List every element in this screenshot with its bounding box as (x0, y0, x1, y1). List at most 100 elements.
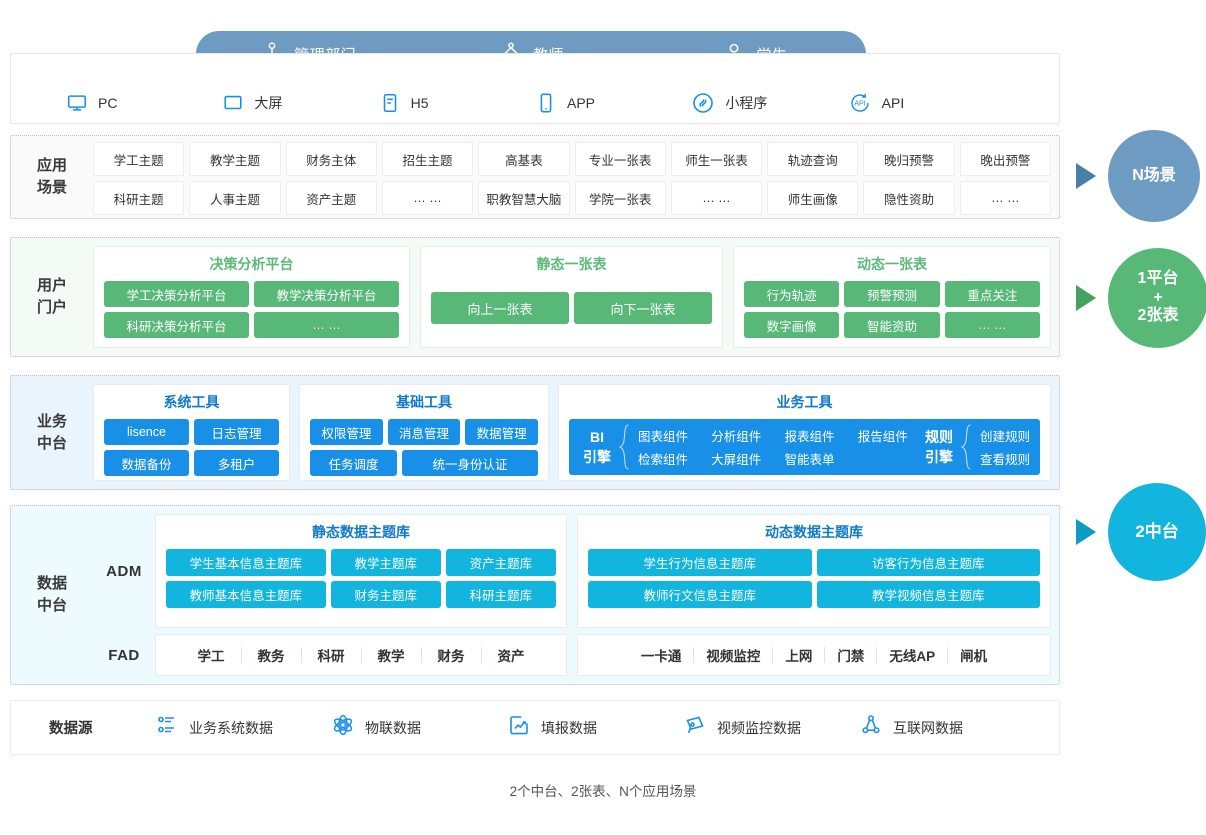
bi-component[interactable]: 报告组件 (857, 430, 908, 445)
scenario-cell[interactable]: 财务主体 (285, 142, 377, 176)
fad-item[interactable]: 门禁 (837, 649, 865, 664)
divider (480, 647, 482, 663)
rule-component[interactable]: 创建规则 (979, 430, 1030, 445)
scenario-cell[interactable]: 职教智慧大脑 (478, 181, 570, 215)
scenario-cell[interactable]: … … (670, 181, 763, 215)
data-source-label: 填报数据 (541, 719, 597, 736)
data-source-video-surveillance[interactable]: 视频监控数据 (683, 713, 859, 742)
mobile-app-icon (535, 92, 557, 114)
portal-chip[interactable]: 预警预测 (844, 281, 940, 307)
panel-title: 系统工具 (163, 394, 220, 410)
divider (420, 647, 422, 663)
bi-engine-label: BI 引擎 (583, 428, 611, 465)
fad-item[interactable]: 科研 (317, 649, 345, 664)
svg-text:API: API (854, 100, 865, 107)
divider (693, 647, 695, 663)
portal-chip[interactable]: 教学决策分析平台 (254, 281, 399, 307)
scenario-cell[interactable]: 师生画像 (767, 181, 859, 215)
base-tool-chip[interactable]: 权限管理 (310, 419, 383, 445)
scenario-cell[interactable]: 晚出预警 (959, 142, 1051, 176)
portal-chip[interactable]: 重点关注 (944, 281, 1040, 307)
data-store-chip[interactable]: 教学主题库 (330, 549, 441, 576)
bi-component[interactable]: 报表组件 (784, 430, 835, 445)
system-tool-chip[interactable]: 多租户 (194, 450, 279, 476)
iot-atom-icon (331, 713, 355, 742)
data-store-chip[interactable]: 学生基本信息主题库 (166, 549, 326, 576)
data-source-iot[interactable]: 物联数据 (331, 713, 507, 742)
portal-chip[interactable]: 科研决策分析平台 (104, 312, 249, 338)
bi-component[interactable]: 图表组件 (638, 430, 689, 445)
scenario-cell[interactable]: 教学主题 (189, 142, 281, 176)
channel-large-screen[interactable]: 大屏 (222, 91, 378, 115)
data-source-business-system[interactable]: 业务系统数据 (155, 713, 331, 742)
data-store-chip[interactable]: 科研主题库 (445, 581, 556, 608)
data-store-chip[interactable]: 教师基本信息主题库 (166, 581, 326, 608)
base-tool-chip[interactable]: 消息管理 (387, 419, 461, 445)
system-tool-chip[interactable]: lisence (104, 419, 189, 445)
portal-chip[interactable]: … … (254, 312, 399, 338)
panel-title: 动态一张表 (857, 256, 927, 272)
data-store-chip[interactable]: 教师行文信息主题库 (588, 581, 812, 608)
rule-component[interactable]: 查看规则 (979, 452, 1030, 467)
fad-item[interactable]: 闸机 (960, 649, 988, 664)
fad-item[interactable]: 上网 (785, 649, 813, 664)
scenario-cell[interactable]: 师生一张表 (670, 142, 763, 176)
base-tool-chip[interactable]: 统一身份认证 (401, 450, 538, 476)
fad-item[interactable]: 无线AP (889, 649, 936, 664)
channel-api[interactable]: API API (848, 91, 1004, 115)
portal-chip[interactable]: 行为轨迹 (744, 281, 840, 307)
h5-icon (379, 92, 401, 114)
portal-chip[interactable]: 向下一张表 (574, 292, 712, 324)
bi-component[interactable]: 智能表单 (784, 452, 835, 467)
portal-chip[interactable]: 数字画像 (744, 312, 840, 338)
data-store-chip[interactable]: 教学视频信息主题库 (816, 581, 1040, 608)
channel-pc[interactable]: PC (66, 91, 222, 115)
scenario-cell[interactable]: 隐性资助 (863, 181, 955, 215)
panel-static-table: 静态一张表 向上一张表 向下一张表 (420, 246, 723, 348)
portal-chip[interactable]: 智能资助 (844, 312, 940, 338)
fad-item[interactable]: 一卡通 (640, 649, 682, 664)
system-tool-chip[interactable]: 数据备份 (104, 450, 189, 476)
scenario-cell[interactable]: 科研主题 (93, 181, 185, 215)
fad-item[interactable]: 教务 (257, 649, 285, 664)
data-store-chip[interactable]: 学生行为信息主题库 (588, 549, 812, 576)
scenario-cell[interactable]: 学工主题 (93, 142, 185, 176)
scenario-cell[interactable]: 高基表 (478, 142, 570, 176)
channel-app[interactable]: APP (535, 91, 691, 115)
scenario-cell[interactable]: 人事主题 (189, 181, 281, 215)
data-store-chip[interactable]: 访客行为信息主题库 (816, 549, 1040, 576)
data-source-form-report[interactable]: 填报数据 (507, 713, 683, 742)
bi-component[interactable]: 大屏组件 (711, 452, 762, 467)
scenario-cell[interactable]: … … (381, 181, 474, 215)
rule-engine-label: 规则 引擎 (924, 428, 953, 465)
base-tool-chip[interactable]: 任务调度 (310, 450, 397, 476)
bi-component[interactable]: 分析组件 (711, 430, 762, 445)
desktop-icon (66, 92, 88, 114)
channel-label: 小程序 (725, 95, 768, 111)
fad-item[interactable]: 资产 (497, 649, 525, 664)
scenario-cell[interactable]: … … (959, 181, 1051, 215)
fad-item[interactable]: 视频监控 (706, 649, 761, 664)
data-store-chip[interactable]: 资产主题库 (445, 549, 556, 576)
portal-chip[interactable]: 学工决策分析平台 (104, 281, 249, 307)
scenario-cell[interactable]: 资产主题 (285, 181, 377, 215)
scenario-cell[interactable]: 晚归预警 (863, 142, 955, 176)
scenario-cell[interactable]: 招生主题 (381, 142, 474, 176)
portal-chip[interactable]: 向上一张表 (431, 292, 569, 324)
channel-mini-program[interactable]: 小程序 (691, 91, 847, 115)
system-tool-chip[interactable]: 日志管理 (194, 419, 279, 445)
scenario-cell[interactable]: 轨迹查询 (767, 142, 859, 176)
channel-h5[interactable]: H5 (379, 91, 535, 115)
data-source-internet[interactable]: 互联网数据 (859, 713, 1035, 742)
bi-component[interactable]: 检索组件 (638, 452, 689, 467)
data-store-chip[interactable]: 财务主题库 (330, 581, 441, 608)
portal-chip[interactable]: … … (944, 312, 1040, 338)
fad-item[interactable]: 财务 (437, 649, 465, 664)
scenario-cell[interactable]: 专业一张表 (574, 142, 666, 176)
fad-item[interactable]: 学工 (197, 649, 225, 664)
base-tool-chip[interactable]: 数据管理 (465, 419, 538, 445)
scenario-cell[interactable]: 学院一张表 (574, 181, 666, 215)
section-label-business: 业务 中台 (36, 412, 67, 452)
form-chart-icon (507, 713, 531, 742)
fad-item[interactable]: 教学 (377, 649, 405, 664)
